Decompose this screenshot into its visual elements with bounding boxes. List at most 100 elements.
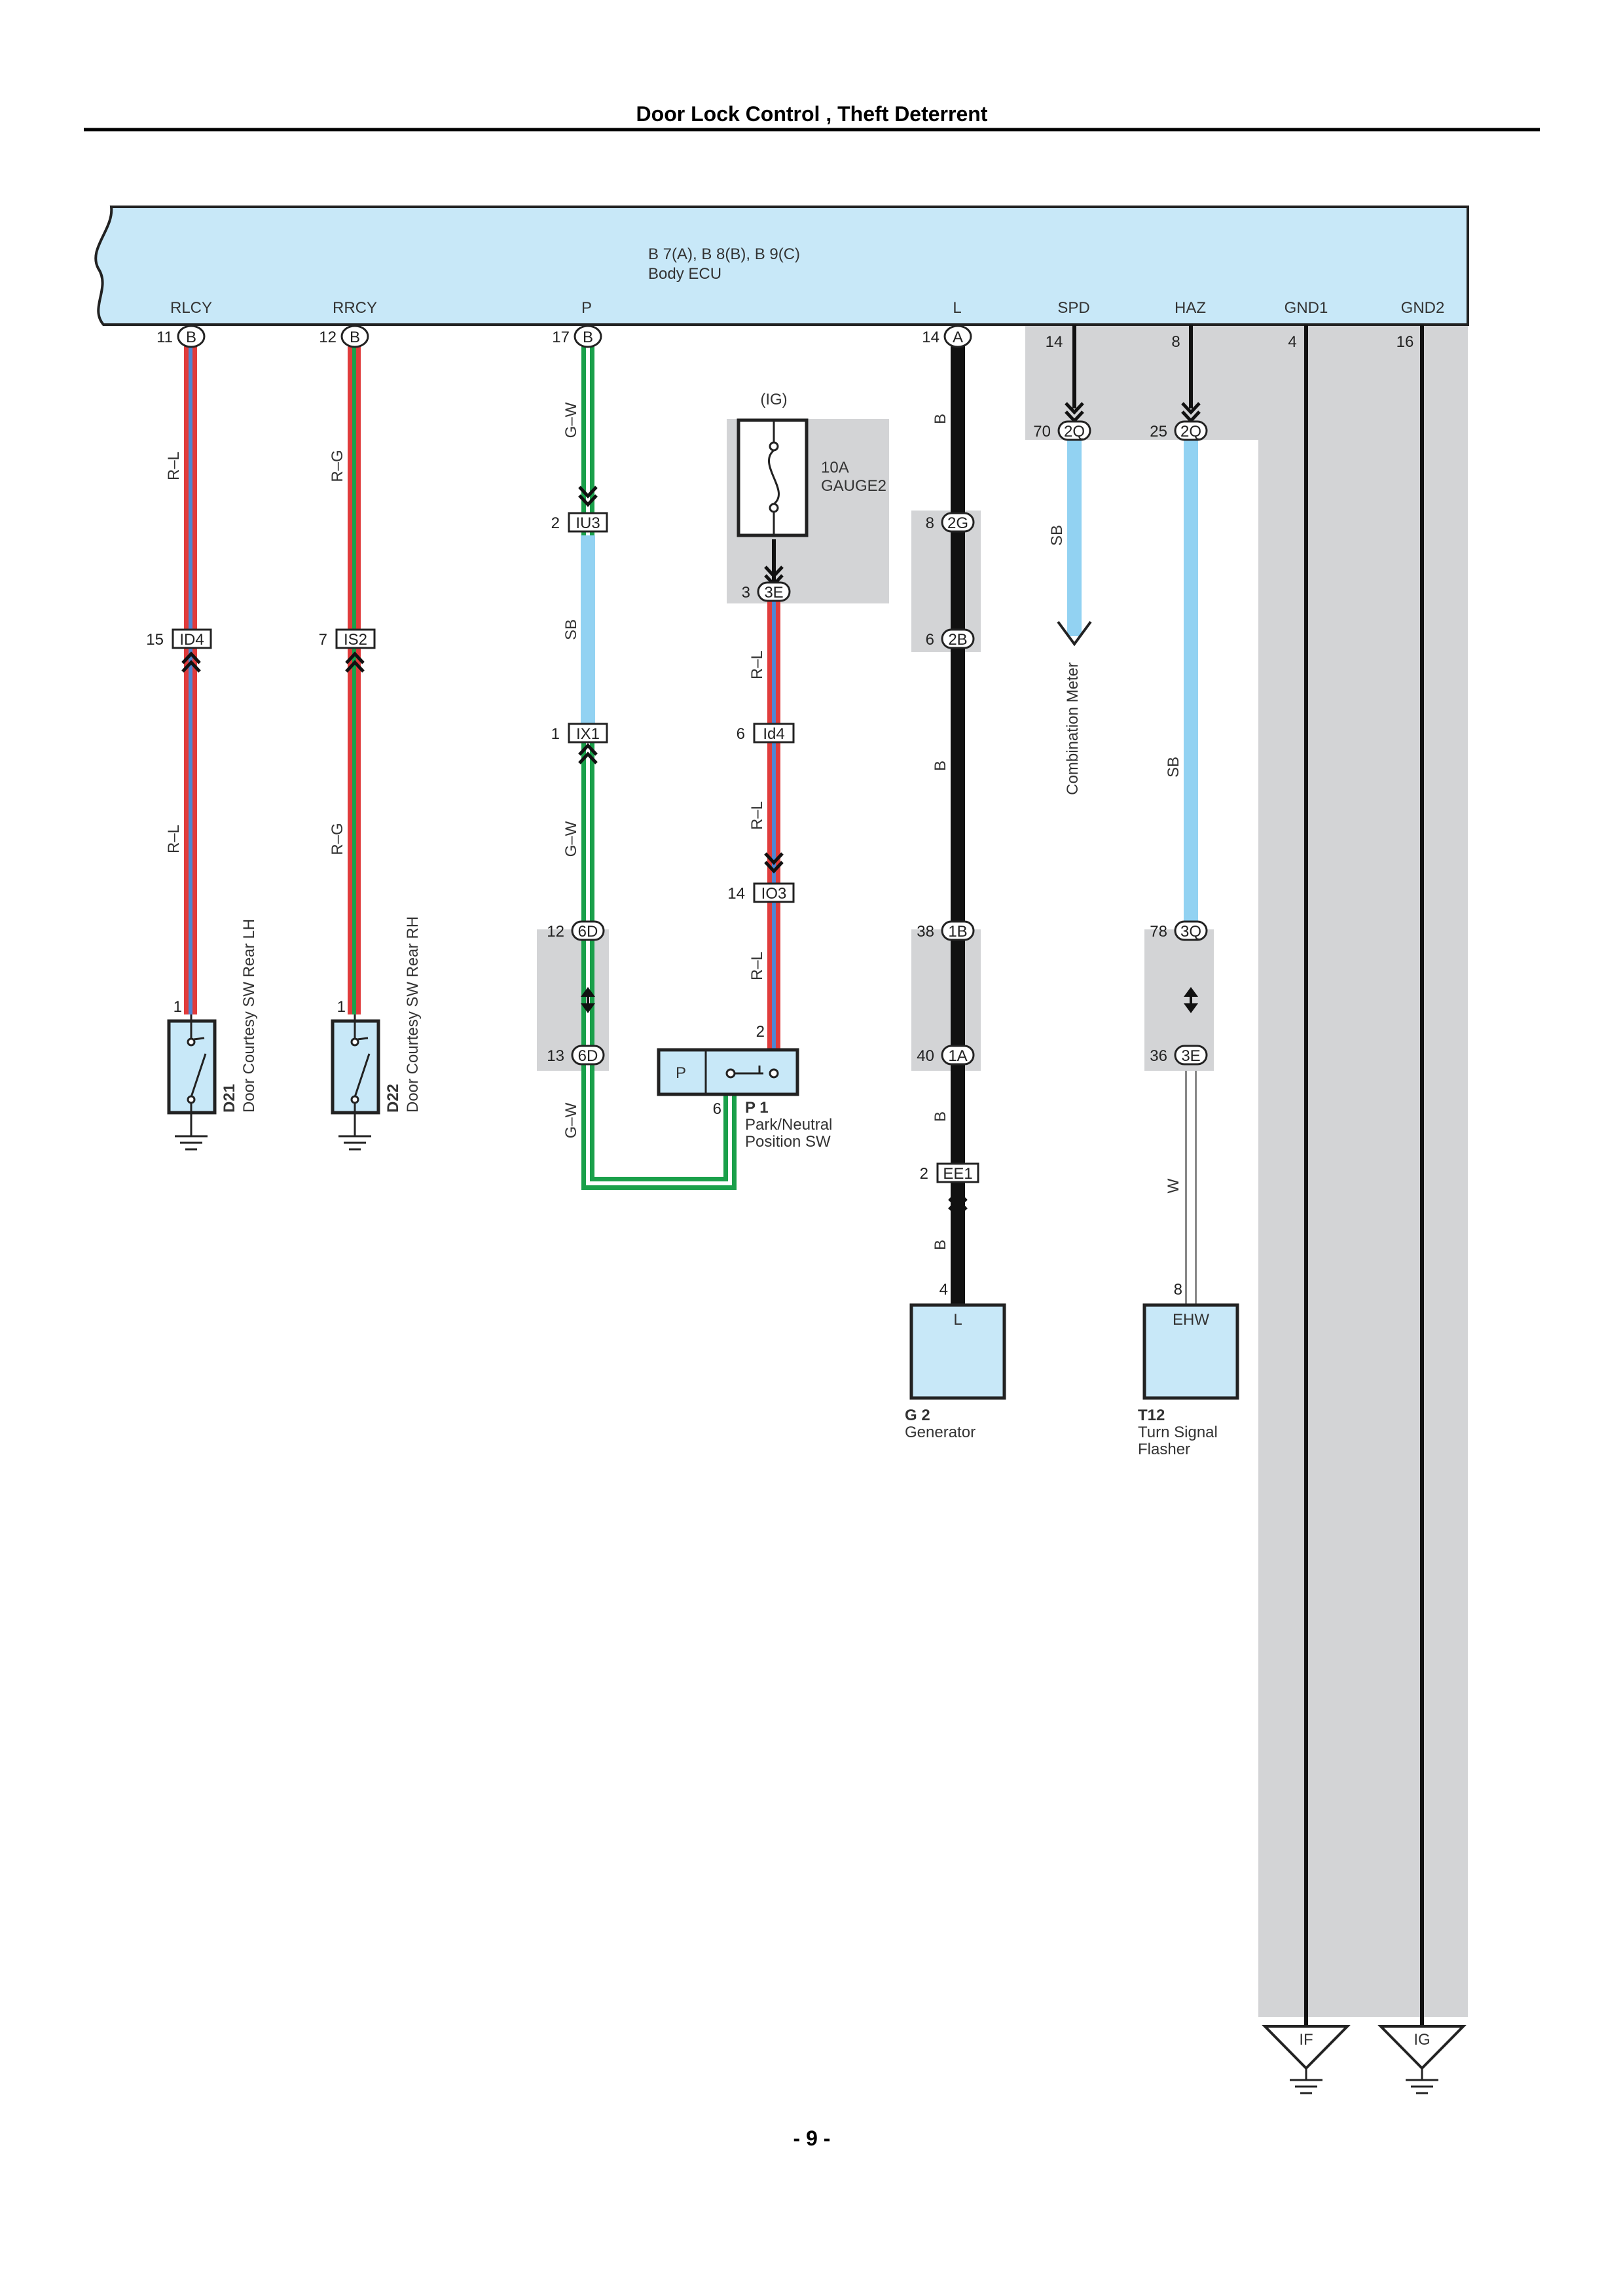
- terminal-l: L: [953, 299, 961, 317]
- p1-name-1: Park/Neutral: [745, 1116, 832, 1134]
- wire-label-rlcy-1: R–L: [165, 452, 183, 480]
- body-ecu-box: [94, 206, 1469, 326]
- p1-pin-in: 2: [756, 1023, 765, 1041]
- ecu-pin-markers: B 11 B 12 B 17 A 14 14 8 4 16: [156, 325, 1414, 351]
- svg-text:6D: 6D: [578, 1047, 598, 1065]
- pin-rlcy-num: 11: [156, 329, 173, 346]
- pin-p-num: 17: [552, 329, 570, 346]
- svg-text:1A: 1A: [948, 1047, 967, 1065]
- connector-iu3: IU3 2: [551, 512, 608, 533]
- inline-connectors: ID4 15 IS2 7 IU3 2 IX1 1 Id4 6 IO3 14: [146, 512, 979, 1183]
- oval-connectors: 6D 12 6D 13 3E 3 2G 8 2B 6 1B 38: [547, 420, 1208, 1066]
- p1-code: P 1: [745, 1099, 769, 1117]
- pin-rlcy-conn: B: [186, 329, 196, 346]
- svg-text:1: 1: [551, 725, 560, 743]
- wire-label-p-sb: SB: [562, 619, 580, 640]
- svg-text:EE1: EE1: [943, 1165, 972, 1183]
- svg-text:70: 70: [1033, 423, 1051, 440]
- g2-terminal: L: [953, 1311, 962, 1329]
- wire-p1-rl: [767, 601, 780, 1050]
- svg-text:25: 25: [1150, 423, 1167, 440]
- pin-l-conn: A: [953, 329, 963, 346]
- svg-text:3: 3: [742, 584, 750, 601]
- svg-text:40: 40: [917, 1047, 934, 1065]
- ground-ig: IG: [1377, 2025, 1467, 2094]
- terminal-haz: HAZ: [1175, 299, 1206, 317]
- d22-door-switch: 1 D22 Door Courtesy SW Rear RH: [331, 916, 422, 1151]
- svg-text:8: 8: [926, 514, 934, 532]
- wire-rrcy: [348, 346, 361, 1014]
- connector-1a: 1A 40: [917, 1045, 975, 1066]
- fuse-gauge2: (IG) 10A GAUGE2: [737, 391, 886, 537]
- wire-l-b: [951, 346, 965, 1308]
- svg-text:13: 13: [547, 1047, 564, 1065]
- wire-haz-sb: [1184, 440, 1198, 933]
- ground-if: IF: [1262, 2025, 1351, 2094]
- terminal-rlcy: RLCY: [170, 299, 212, 317]
- terminal-gnd1: GND1: [1285, 299, 1328, 317]
- d21-door-switch: 1 D21 Door Courtesy SW Rear LH: [167, 919, 258, 1151]
- svg-text:2B: 2B: [948, 631, 967, 649]
- svg-text:2Q: 2Q: [1064, 423, 1085, 440]
- svg-text:IX1: IX1: [576, 725, 600, 743]
- terminal-gnd2: GND2: [1401, 299, 1445, 317]
- wire-label-p-1: G–W: [562, 402, 580, 438]
- svg-text:15: 15: [146, 631, 164, 649]
- svg-text:ID4: ID4: [179, 631, 204, 649]
- connector-2b: 2B 6: [926, 628, 975, 649]
- pin-rrcy-conn: B: [350, 329, 360, 346]
- combination-meter-arrow: [1057, 620, 1092, 647]
- ground-if-label: IF: [1299, 2031, 1313, 2049]
- connector-id4-small: Id4 6: [737, 723, 795, 744]
- terminal-spd: SPD: [1057, 299, 1089, 317]
- wire-gnd1: [1304, 325, 1308, 2026]
- wire-label-rrcy-2: R–G: [329, 823, 346, 855]
- svg-text:IU3: IU3: [575, 514, 600, 532]
- page-title: Door Lock Control , Theft Deterrent: [636, 102, 988, 126]
- svg-text:78: 78: [1150, 923, 1167, 941]
- g2-code: G 2: [905, 1407, 930, 1424]
- wire-haz-w: [1185, 1071, 1197, 1305]
- connector-id4: ID4 15: [146, 628, 212, 649]
- wire-label-p-2: G–W: [562, 821, 580, 857]
- connector-is2: IS2 7: [319, 628, 376, 649]
- svg-text:7: 7: [319, 631, 327, 649]
- wire-label-l-3: B: [932, 1111, 949, 1122]
- svg-text:36: 36: [1150, 1047, 1167, 1065]
- svg-text:IO3: IO3: [761, 885, 787, 903]
- connector-2q-spd: 2Q 70: [1033, 420, 1091, 441]
- wire-spd-sb: [1067, 440, 1082, 636]
- wire-label-p1-2: R–L: [748, 801, 766, 830]
- svg-text:6: 6: [737, 725, 745, 743]
- ecu-terminal-labels: RLCY RRCY P L SPD HAZ GND1 GND2: [170, 299, 1444, 317]
- connector-ee1: EE1 2: [920, 1162, 979, 1183]
- fuse-name: GAUGE2: [821, 477, 886, 495]
- d21-code: D21: [221, 1084, 238, 1113]
- connector-1b: 1B 38: [917, 920, 975, 941]
- svg-text:2: 2: [920, 1165, 928, 1183]
- ecu-code: B 7(A), B 8(B), B 9(C): [648, 245, 800, 263]
- wire-gnd2: [1420, 325, 1424, 2026]
- d21-name: Door Courtesy SW Rear LH: [240, 919, 258, 1113]
- d22-name: Door Courtesy SW Rear RH: [404, 916, 422, 1113]
- t12-terminal: EHW: [1173, 1311, 1209, 1329]
- wire-label-haz-sb: SB: [1165, 757, 1182, 778]
- pin-p-conn: B: [583, 329, 593, 346]
- connector-ix1: IX1 1: [551, 723, 608, 744]
- wire-p-sb: [581, 535, 595, 724]
- pin-gnd2-num: 16: [1396, 333, 1414, 351]
- connector-3q: 3Q 78: [1150, 920, 1208, 941]
- connector-2g: 2G 8: [926, 512, 975, 533]
- connector-io3: IO3 14: [727, 882, 795, 903]
- pin-gnd1-num: 4: [1288, 333, 1296, 351]
- wire-label-p1-1: R–L: [748, 651, 766, 679]
- fuse-rating: 10A: [821, 459, 849, 476]
- wire-label-p1-3: R–L: [748, 952, 766, 980]
- t12-name-2: Flasher: [1138, 1441, 1190, 1458]
- shaded-areas: [537, 325, 1468, 2017]
- connector-6d-bottom: 6D 13: [547, 1045, 605, 1066]
- svg-text:6D: 6D: [578, 923, 598, 941]
- d22-pin: 1: [337, 998, 346, 1016]
- t12-code: T12: [1138, 1407, 1165, 1424]
- ground-ig-label: IG: [1413, 2031, 1430, 2049]
